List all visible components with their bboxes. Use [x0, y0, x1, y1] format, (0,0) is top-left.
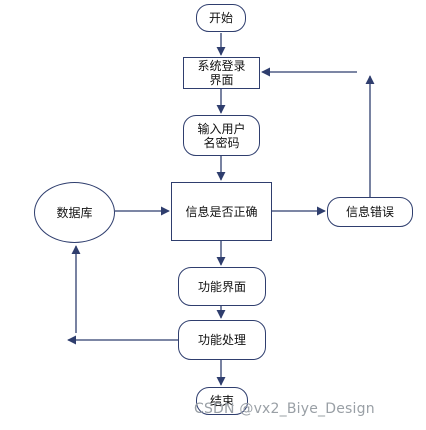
node-input: 输入用户 名密码 [183, 115, 260, 156]
node-end-label: 结束 [209, 394, 234, 408]
node-error: 信息错误 [327, 197, 413, 227]
node-end: 结束 [196, 387, 248, 415]
node-function-ui: 功能界面 [178, 267, 266, 306]
node-start: 开始 [196, 4, 246, 32]
node-database: 数据库 [34, 182, 115, 243]
node-input-label-1: 输入用户 [197, 121, 246, 136]
node-check-label: 信息是否正确 [185, 204, 258, 219]
node-start-label: 开始 [208, 11, 233, 25]
watermark-text: CSDN @vx2_Biye_Design [194, 401, 375, 417]
node-error-label: 信息错误 [345, 205, 394, 219]
node-function-process-label: 功能处理 [197, 333, 246, 347]
node-check: 信息是否正确 [171, 182, 272, 241]
node-database-label: 数据库 [56, 205, 93, 220]
node-function-ui-label: 功能界面 [197, 279, 246, 294]
node-login-label-1: 系统登录 [197, 59, 246, 73]
node-login: 系统登录 界面 [183, 57, 260, 89]
node-login-label-2: 界面 [209, 73, 234, 87]
node-function-process: 功能处理 [178, 320, 266, 360]
node-input-label-2: 名密码 [203, 135, 240, 150]
